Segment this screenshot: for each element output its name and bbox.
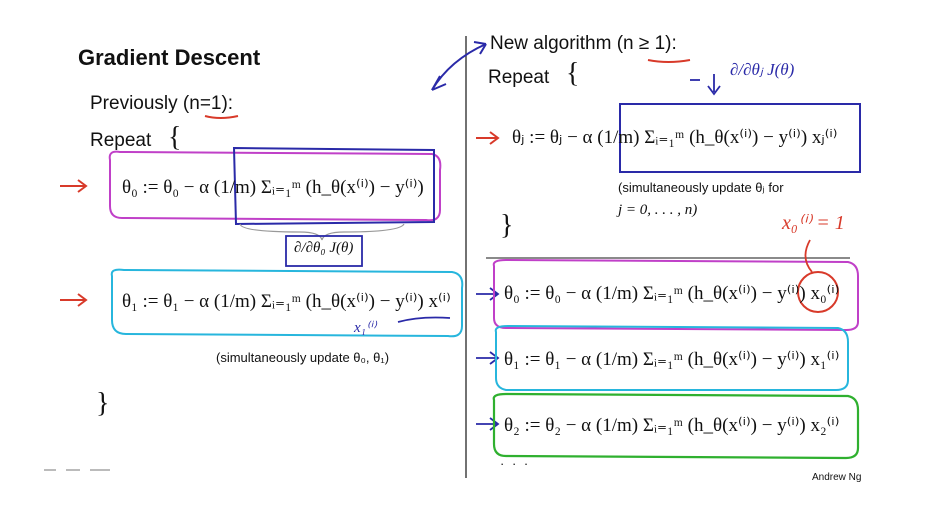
partial-derivative-label: ∂/∂θ₀ J(θ)	[294, 240, 354, 256]
equation-theta-j: θⱼ := θⱼ − α (1/m) Σᵢ₌₁ᵐ (h_θ(x⁽ⁱ⁾) − y⁽…	[512, 127, 838, 148]
close-brace-left: }	[96, 388, 110, 419]
blue-underline-x	[397, 316, 451, 323]
blue-arrow-1	[476, 351, 500, 365]
handwritten-x1: x₁⁽ⁱ⁾	[354, 320, 376, 336]
simultaneous-update-left: (simultaneously update θ₀, θ₁)	[216, 350, 390, 365]
equation-theta1: θ₁ := θ₁ − α (1/m) Σᵢ₌₁ᵐ (h_θ(x⁽ⁱ⁾) − y⁽…	[122, 291, 451, 312]
new-algorithm-label: New algorithm (n ≥ 1):	[490, 33, 677, 54]
red-arrow-thetaj	[476, 131, 500, 145]
underline-n-1	[204, 115, 239, 119]
equation-theta1-new: θ₁ := θ₁ − α (1/m) Σᵢ₌₁ᵐ (h_θ(x⁽ⁱ⁾) − y⁽…	[504, 349, 840, 370]
close-brace-right: }	[500, 210, 514, 241]
red-arrow-theta1	[60, 293, 88, 307]
simultaneous-update-right-1: (simultaneously update θⱼ for	[618, 180, 784, 195]
red-arrow-theta0	[60, 179, 88, 193]
repeat-right: Repeat	[488, 67, 550, 88]
author-credit: Andrew Ng	[812, 472, 862, 483]
simultaneous-update-right-2: j = 0, . . . , n)	[618, 202, 698, 218]
blue-curve-arrow	[431, 43, 487, 91]
repeat-left: Repeat	[90, 130, 152, 151]
underline-n-ge-1	[647, 59, 691, 63]
blue-arrow-0	[476, 287, 500, 301]
ellipsis: · · ·	[500, 456, 531, 471]
handwritten-partial: ∂/∂θⱼ J(θ)	[730, 60, 795, 79]
down-arrow	[707, 74, 721, 96]
open-brace-left: {	[168, 122, 182, 153]
equation-theta0-new: θ₀ := θ₀ − α (1/m) Σᵢ₌₁ᵐ (h_θ(x⁽ⁱ⁾) − y⁽…	[504, 283, 840, 304]
slide-title: Gradient Descent	[78, 45, 261, 70]
equation-theta0: θ₀ := θ₀ − α (1/m) Σᵢ₌₁ᵐ (h_θ(x⁽ⁱ⁾) − y⁽…	[122, 177, 424, 198]
previously-label: Previously (n=1):	[90, 93, 234, 114]
red-connector	[804, 239, 813, 273]
blue-arrow-2	[476, 417, 500, 431]
underbrace	[239, 223, 405, 241]
open-brace-right: {	[566, 58, 580, 89]
equation-theta2-new: θ₂ := θ₂ − α (1/m) Σᵢ₌₁ᵐ (h_θ(x⁽ⁱ⁾) − y⁽…	[504, 415, 840, 436]
handwritten-x0-equals-1: x₀⁽ⁱ⁾ = 1	[782, 212, 845, 234]
